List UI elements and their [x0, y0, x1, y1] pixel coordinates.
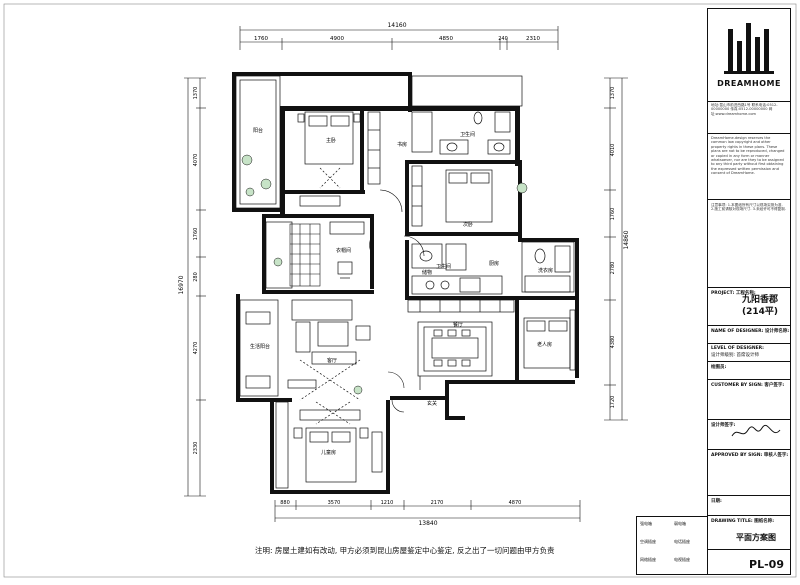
room-label-laundry: 洗衣房 [538, 267, 553, 274]
room-label-dressing: 衣帽间 [336, 247, 351, 254]
room-label-dining: 餐厅 [453, 321, 463, 328]
left-dim-3: 1760 [193, 228, 199, 241]
right-dim-5: 4380 [610, 336, 616, 349]
bottom-dim-1: 880 [280, 500, 290, 506]
doors [369, 189, 425, 413]
top-dim-5: 2310 [526, 36, 540, 42]
top-dim-1: 1760 [254, 36, 268, 42]
elder-room-furniture [523, 309, 576, 371]
legend-item-5: 网络插座 [640, 557, 656, 562]
drawing-title: 平面方案图 [736, 533, 776, 542]
top-dim-2: 4900 [330, 36, 344, 42]
room-label-bedroom2: 次卧 [463, 221, 473, 228]
sheet-number: PL-09 [749, 558, 784, 571]
bottom-dimension-lines [274, 500, 581, 522]
notes-text: 注意事项: 1.本图纸所有尺寸以现场实测为准. 2.施工前请核对现场尺寸. 3.… [711, 203, 786, 212]
project-label: PROJECT: 工程名称: [711, 291, 756, 296]
room-label-balcony2: 生活阳台 [250, 343, 270, 350]
bottom-dim-2: 3570 [328, 500, 341, 506]
bottom-dim-3: 1210 [381, 500, 394, 506]
room-labels: 主卧 书房 卫生间 次卧 厨房 卫生间 衣帽间 客厅 餐厅 老人房 儿童房 阳台… [250, 127, 553, 456]
top-total-dim: 14160 [387, 22, 406, 29]
legend-item-2: 弱电箱 [674, 521, 686, 526]
company-info: 地址:昆山市前进西路1号 联系电话:0512-00000000 传真:0512-… [711, 103, 778, 116]
top-dim-4: 240 [498, 36, 508, 42]
project-name: 九阳香郡 [742, 295, 779, 305]
room-label-master: 主卧 [326, 137, 336, 144]
bottom-dim-5: 4870 [509, 500, 522, 506]
left-dim-1: 1370 [193, 87, 199, 100]
right-dim-2: 4010 [610, 144, 616, 157]
room-label-study: 书房 [397, 141, 407, 148]
balcony-outlines [235, 75, 575, 489]
designer-signature-icon [731, 425, 781, 437]
room-label-bath2: 卫生间 [436, 263, 451, 270]
top-dimension-lines [239, 26, 559, 50]
bottom-dim-4: 2170 [431, 500, 444, 506]
logo-area: DREAMHOME [708, 9, 790, 102]
drawing-title-label: DRAWING TITLE: 图纸名称: [711, 519, 775, 524]
room-label-storage: 储物 [422, 269, 432, 276]
legend-item-6: 电视插座 [674, 557, 690, 562]
left-dimension-lines [184, 77, 206, 497]
legend-item-4: 电话插座 [674, 539, 690, 544]
room-label-balcony1: 阳台 [253, 127, 263, 134]
project-area: (214平) [742, 307, 779, 317]
room-label-entry: 玄关 [427, 400, 437, 407]
dining-furniture [417, 321, 493, 390]
kitchen-furniture [407, 243, 571, 313]
drawer-label: 绘图员: [711, 365, 727, 370]
right-dim-4: 2780 [610, 262, 616, 275]
copyright-text: DreamHome.design reserves the common law… [711, 136, 785, 176]
brand-name: DREAMHOME [717, 79, 781, 88]
right-dim-3: 1760 [610, 208, 616, 221]
legend-item-3: 空调插座 [640, 539, 656, 544]
top-dim-3: 4850 [439, 36, 453, 42]
room-label-kitchen: 厨房 [489, 260, 499, 267]
right-dim-6: 1720 [610, 396, 616, 409]
left-dim-2: 4070 [193, 154, 199, 167]
dreamhome-logo-icon [724, 23, 774, 74]
room-label-bedroom3: 儿童房 [321, 449, 336, 456]
bedroom3-furniture [293, 401, 383, 483]
room-label-bath1: 卫生间 [460, 131, 475, 138]
designer-label: NAME OF DESIGNER: 设计师名称: [711, 329, 790, 334]
walls [232, 72, 579, 494]
legend: 强电箱 弱电箱 空调插座 电话插座 网络插座 电视插座 [636, 516, 708, 575]
approved-sign-label: APPROVED BY SIGN: 审核人签字: [711, 453, 789, 458]
master-bedroom-furniture [297, 111, 381, 207]
living-furniture [287, 299, 371, 401]
designer-sign-label: 设计师签字: [711, 423, 736, 428]
right-dim-1: 1370 [610, 87, 616, 100]
right-total-dim: 14860 [623, 230, 630, 249]
date-label: 日期: [711, 499, 722, 504]
left-total-dim: 16970 [178, 275, 185, 294]
plants [241, 154, 528, 395]
construction-note: 注明: 房屋土建如有改动, 甲方必须到昆山房屋鉴定中心鉴定, 反之出了一切问题由… [255, 546, 555, 555]
level-value: 设计师级别: 首席设计师 [711, 353, 759, 358]
title-block: DREAMHOME 地址:昆山市前进西路1号 联系电话:0512-0000000… [707, 8, 791, 575]
sheet-border [3, 3, 797, 578]
stair-pattern [289, 223, 321, 287]
bath1-furniture [411, 111, 511, 155]
bedroom2-furniture [411, 165, 493, 227]
legend-item-1: 强电箱 [640, 521, 652, 526]
right-dimension-lines [604, 77, 628, 421]
room-label-living: 客厅 [327, 357, 337, 364]
customer-sign-label: CUSTOMER BY SIGN: 客户签字: [711, 383, 785, 388]
study-furniture [329, 221, 365, 279]
left-dim-4: 280 [193, 272, 199, 282]
bottom-total-dim: 13840 [418, 520, 437, 527]
left-balcony-furniture [245, 311, 271, 389]
left-dim-5: 4270 [193, 342, 199, 355]
level-label: LEVEL OF DESIGNER: [711, 346, 764, 351]
left-dim-6: 2330 [193, 442, 199, 455]
room-label-kids: 老人房 [537, 341, 552, 348]
